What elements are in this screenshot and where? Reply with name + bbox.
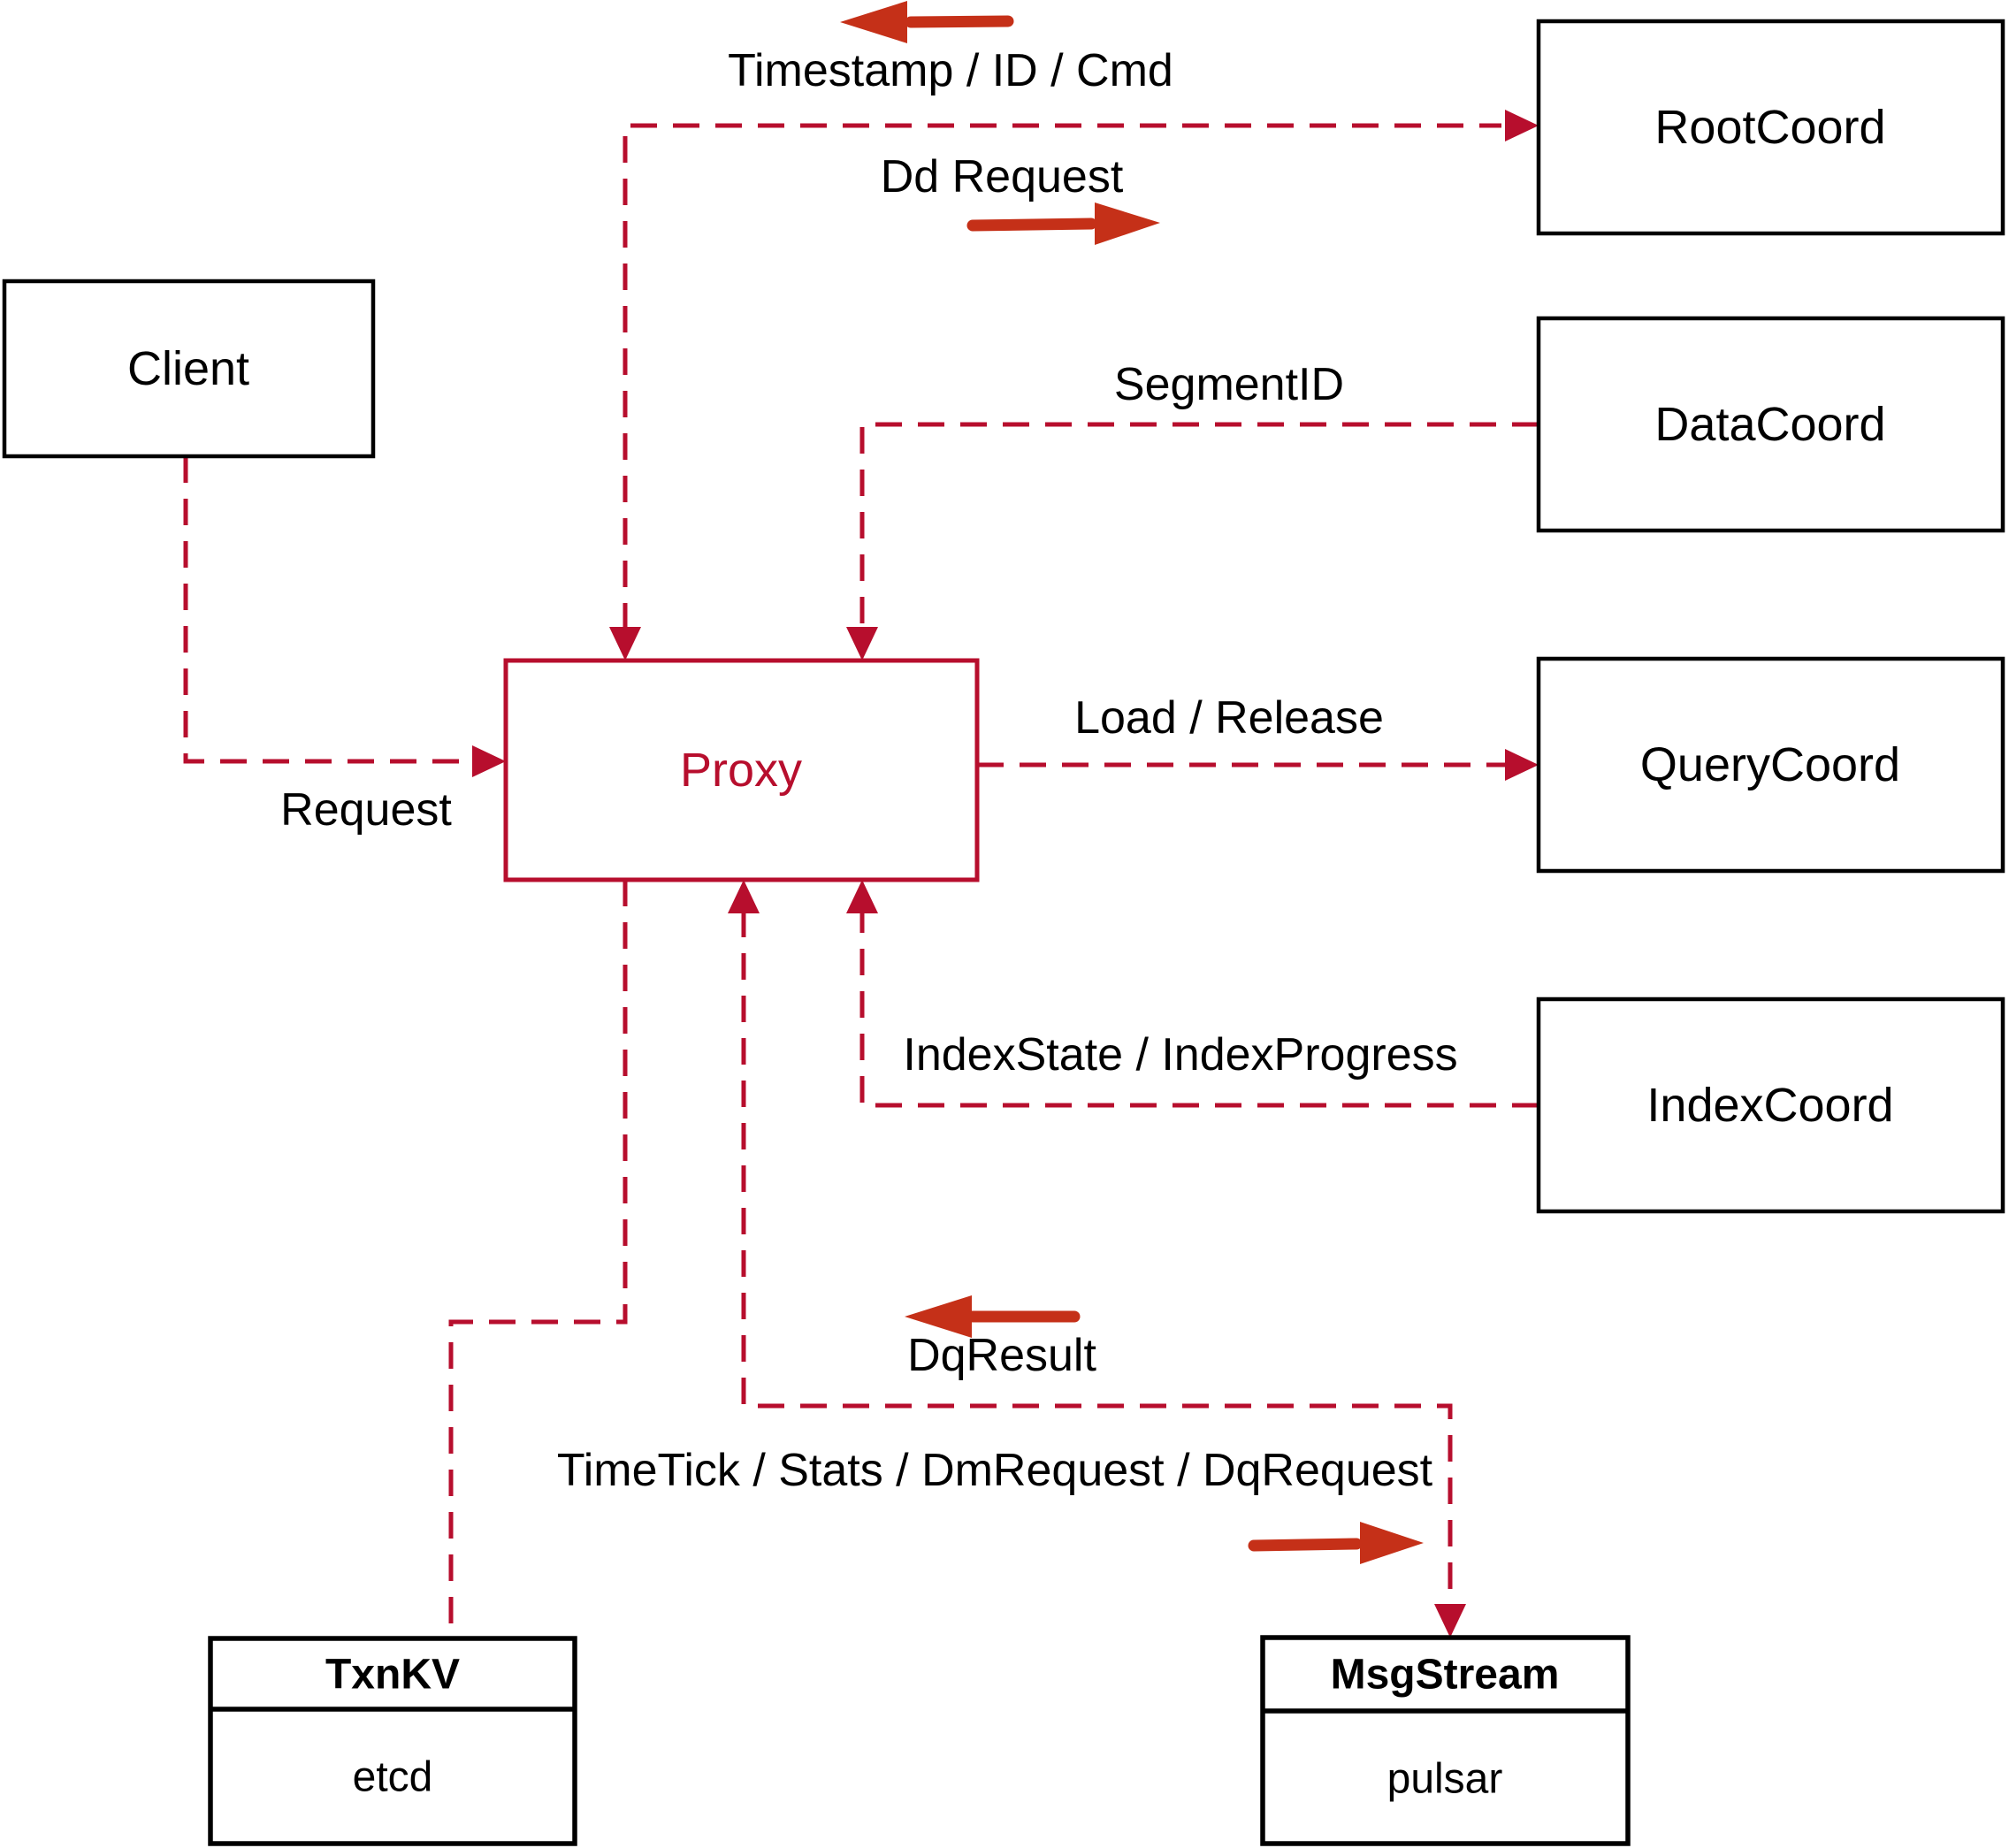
node-proxy: Proxy [503, 658, 980, 882]
edge-label-request: Request [280, 784, 452, 836]
arrowhead-into-proxy-top-left-icon [609, 627, 641, 661]
arrowhead-into-proxy-bottom-left-icon [728, 880, 760, 913]
arrowhead-into-proxy-left-icon [472, 745, 506, 777]
node-indexcoord: IndexCoord [1536, 997, 2005, 1214]
direction-arrow-left-timestamp-icon [840, 1, 1014, 43]
node-client: Client [2, 279, 376, 459]
node-datacoord: DataCoord [1536, 316, 2005, 533]
node-rootcoord: RootCoord [1536, 19, 2005, 236]
edge-label-timestamp-id-cmd: Timestamp / ID / Cmd [728, 45, 1173, 96]
direction-arrow-right-dd-request-icon [966, 202, 1160, 245]
node-msgstream: MsgStream pulsar [1260, 1635, 1631, 1846]
direction-arrow-left-dqresult-icon [905, 1295, 1081, 1338]
arrowhead-into-proxy-top-right-icon [846, 627, 878, 661]
edge-label-dd-request: Dd Request [881, 151, 1124, 202]
txnkv-title: TxnKV [325, 1652, 460, 1699]
node-querycoord: QueryCoord [1536, 656, 2005, 874]
msgstream-title: MsgStream [1331, 1652, 1560, 1699]
edge-label-index-state-progress: IndexState / IndexProgress [903, 1029, 1457, 1081]
edge-label-segment-id: SegmentID [1114, 359, 1344, 410]
edge-proxy-to-msgstream [741, 911, 1453, 1602]
node-txnkv: TxnKV etcd [208, 1636, 577, 1846]
edge-indexcoord-to-proxy [859, 911, 1539, 1108]
arrowhead-into-proxy-bottom-right-icon [846, 880, 878, 913]
arrowhead-into-querycoord-icon [1505, 749, 1539, 781]
edge-label-time-tick: TimeTick / Stats / DmRequest / DqRequest [557, 1445, 1433, 1496]
querycoord-label: QueryCoord [1640, 738, 1900, 791]
client-label: Client [127, 342, 249, 395]
edge-datacoord-to-proxy [859, 422, 1539, 630]
direction-arrow-right-timetick-icon [1248, 1522, 1424, 1564]
proxy-label: Proxy [680, 744, 802, 797]
msgstream-impl: pulsar [1387, 1756, 1503, 1803]
edge-proxy-to-txnkv [448, 880, 628, 1638]
edge-label-dq-result: DqResult [907, 1330, 1096, 1381]
datacoord-label: DataCoord [1654, 398, 1885, 451]
txnkv-impl: etcd [353, 1754, 433, 1801]
rootcoord-label: RootCoord [1654, 101, 1885, 154]
arrowhead-into-msgstream-icon [1434, 1604, 1466, 1638]
edge-client-to-proxy [183, 456, 474, 764]
arrowhead-into-rootcoord-icon [1505, 110, 1539, 141]
indexcoord-label: IndexCoord [1646, 1079, 1893, 1132]
edge-label-load-release: Load / Release [1074, 692, 1384, 744]
